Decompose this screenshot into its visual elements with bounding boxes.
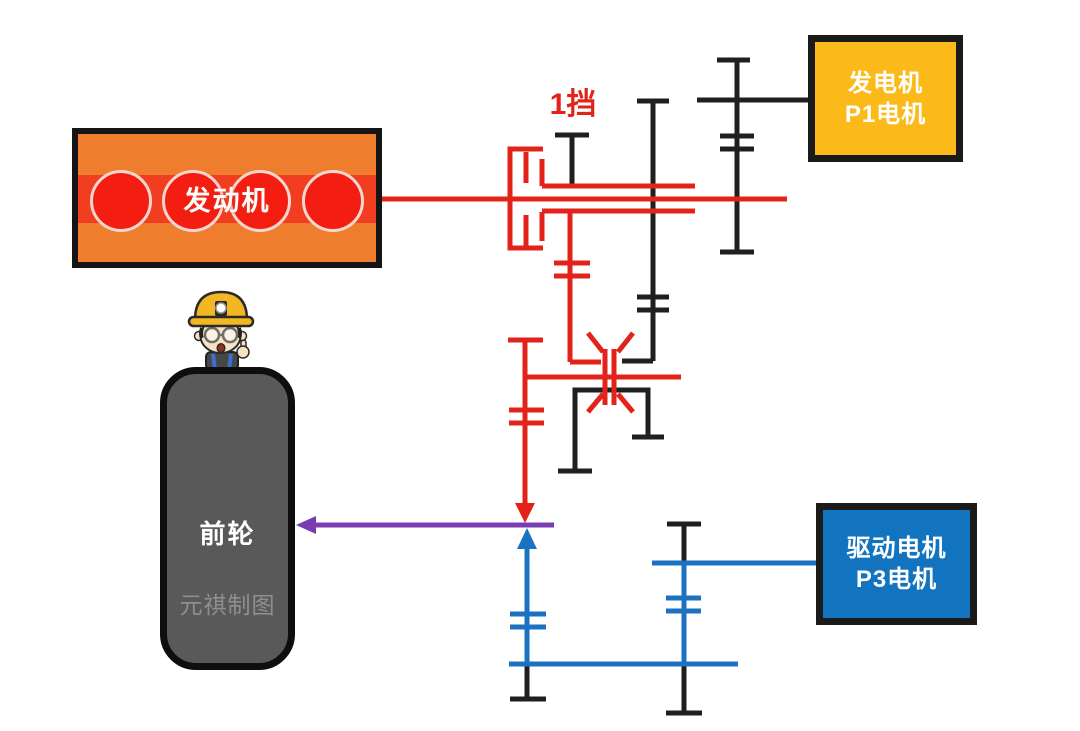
drive-motor-label-line1: 驱动电机 xyxy=(846,535,947,562)
mascot-face xyxy=(193,318,248,354)
idler-shaft-2 xyxy=(622,98,669,364)
motor-output-shaft xyxy=(510,546,546,664)
motor-power-path xyxy=(509,546,816,667)
synchronizer-symbol xyxy=(586,331,635,414)
sideburns xyxy=(199,327,242,339)
bottom-left-shaft-end xyxy=(510,664,546,702)
wheel-output-arrow xyxy=(296,516,554,534)
blue-flow-arrowhead xyxy=(517,528,537,549)
engine-power-path xyxy=(376,146,787,505)
hard-hat-icon xyxy=(187,290,255,328)
mascot-hand xyxy=(236,339,250,359)
headlamp-icon xyxy=(215,302,227,314)
generator-shaft xyxy=(697,57,812,255)
idler-shaft-1 xyxy=(555,132,589,187)
front-wheel-label: 前轮 xyxy=(199,519,256,549)
red-flow-arrowhead xyxy=(515,503,535,523)
wheel-arrowhead xyxy=(296,516,316,534)
gear-position-label: 1挡 xyxy=(549,88,597,121)
motor-reduction-shaft xyxy=(666,563,701,664)
engine-cylinder-2 xyxy=(162,170,224,232)
black-shaft-group xyxy=(510,57,812,716)
front-wheel-box: 前轮 元祺制图 xyxy=(160,367,295,670)
first-gear-shaft xyxy=(554,211,601,365)
drive-motor-label-line2: P3电机 xyxy=(855,566,938,593)
engineer-mascot xyxy=(187,290,255,370)
glasses-icon xyxy=(203,326,239,344)
mouth xyxy=(216,343,226,353)
engine-cylinder-3 xyxy=(229,170,291,232)
watermark-label: 元祺制图 xyxy=(179,592,276,618)
motor-shaft-ends xyxy=(666,521,702,716)
engine-cylinder-1 xyxy=(90,170,152,232)
engine-box: 发动机 xyxy=(72,128,382,268)
output-gear-bracket xyxy=(558,387,664,474)
generator-label-line1: 发电机 xyxy=(848,69,923,97)
clutch-symbol xyxy=(507,146,545,251)
counter-shaft xyxy=(508,337,544,505)
drive-motor-box: 驱动电机 P3电机 xyxy=(816,503,977,625)
engine-cylinder-4 xyxy=(302,170,364,232)
engine-label: 发动机 xyxy=(183,185,271,216)
generator-label-line2: P1电机 xyxy=(844,100,927,128)
generator-box: 发电机 P1电机 xyxy=(808,35,963,162)
